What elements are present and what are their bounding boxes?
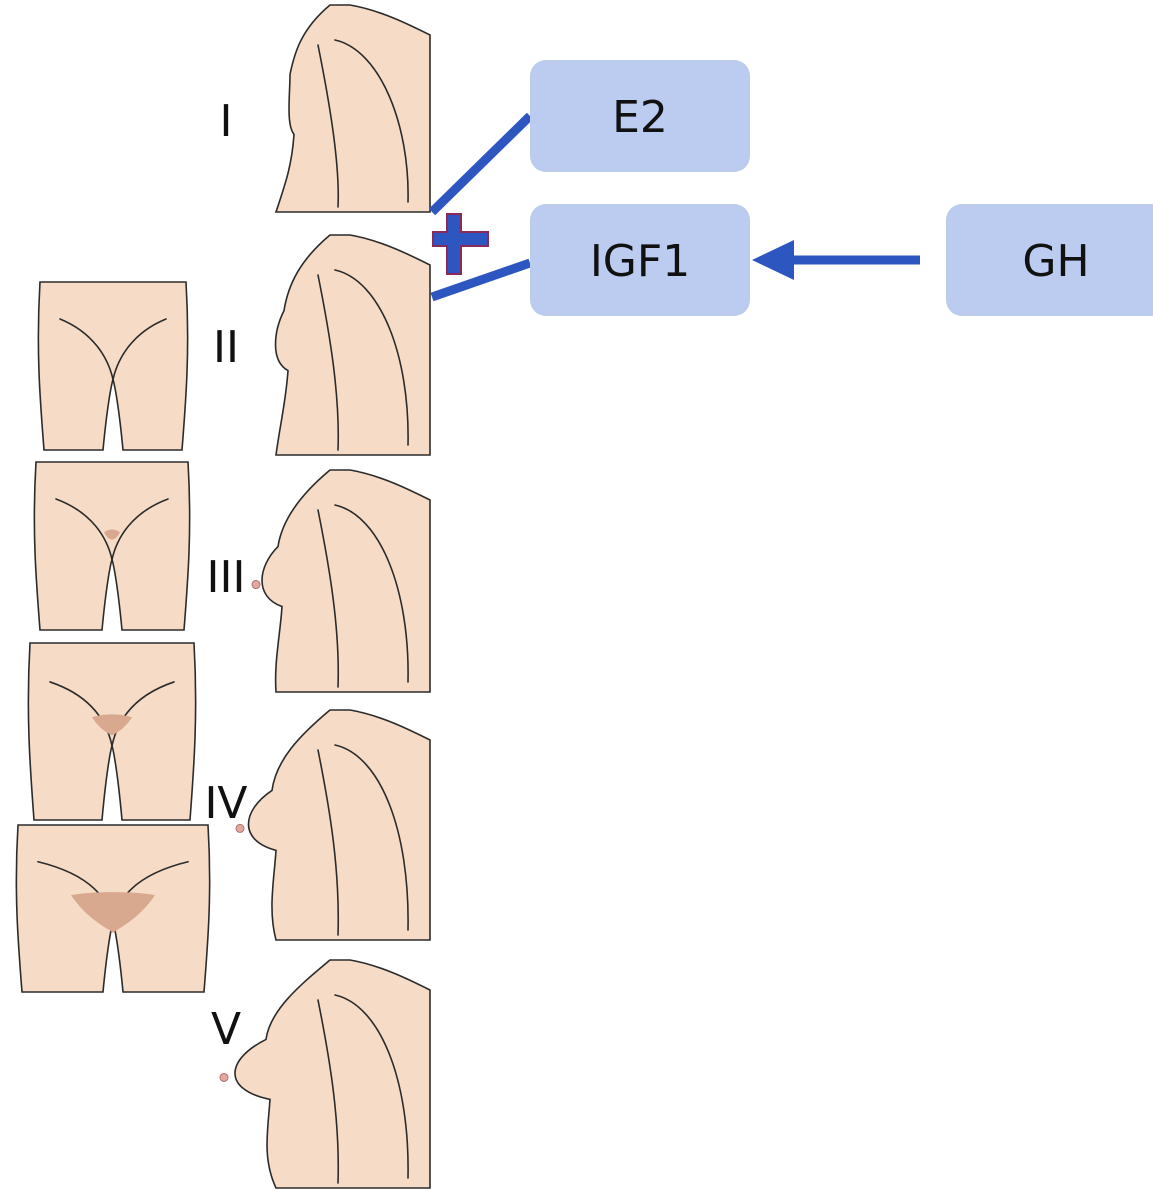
breast-profile-1 (276, 5, 430, 212)
connector-e2 (432, 116, 530, 212)
arrow-left-icon (752, 240, 920, 280)
stage-label-3: III (207, 552, 246, 603)
breast-profile-4 (236, 710, 430, 940)
pubic-figures (16, 282, 209, 992)
breast-profile-5 (220, 960, 430, 1188)
pubic-figure-5 (16, 825, 209, 992)
igf1-box: IGF1 (530, 204, 750, 316)
stage-label-2: II (213, 322, 239, 373)
pubic-figure-4 (28, 643, 195, 820)
breast-profile-2 (276, 235, 431, 455)
gh-label: GH (1022, 236, 1089, 287)
breast-profile-3 (252, 470, 430, 692)
stage-label-5: V (211, 1004, 241, 1055)
pubic-figure-3 (34, 462, 189, 630)
e2-label: E2 (612, 92, 668, 143)
igf1-label: IGF1 (590, 236, 690, 287)
stage-label-1: I (220, 96, 233, 147)
gh-box: GH (946, 204, 1153, 316)
stage-label-4: IV (204, 778, 247, 829)
breast-profiles (220, 5, 430, 1188)
plus-icon (433, 214, 488, 274)
e2-box: E2 (530, 60, 750, 172)
pubic-figure-2 (38, 282, 187, 450)
